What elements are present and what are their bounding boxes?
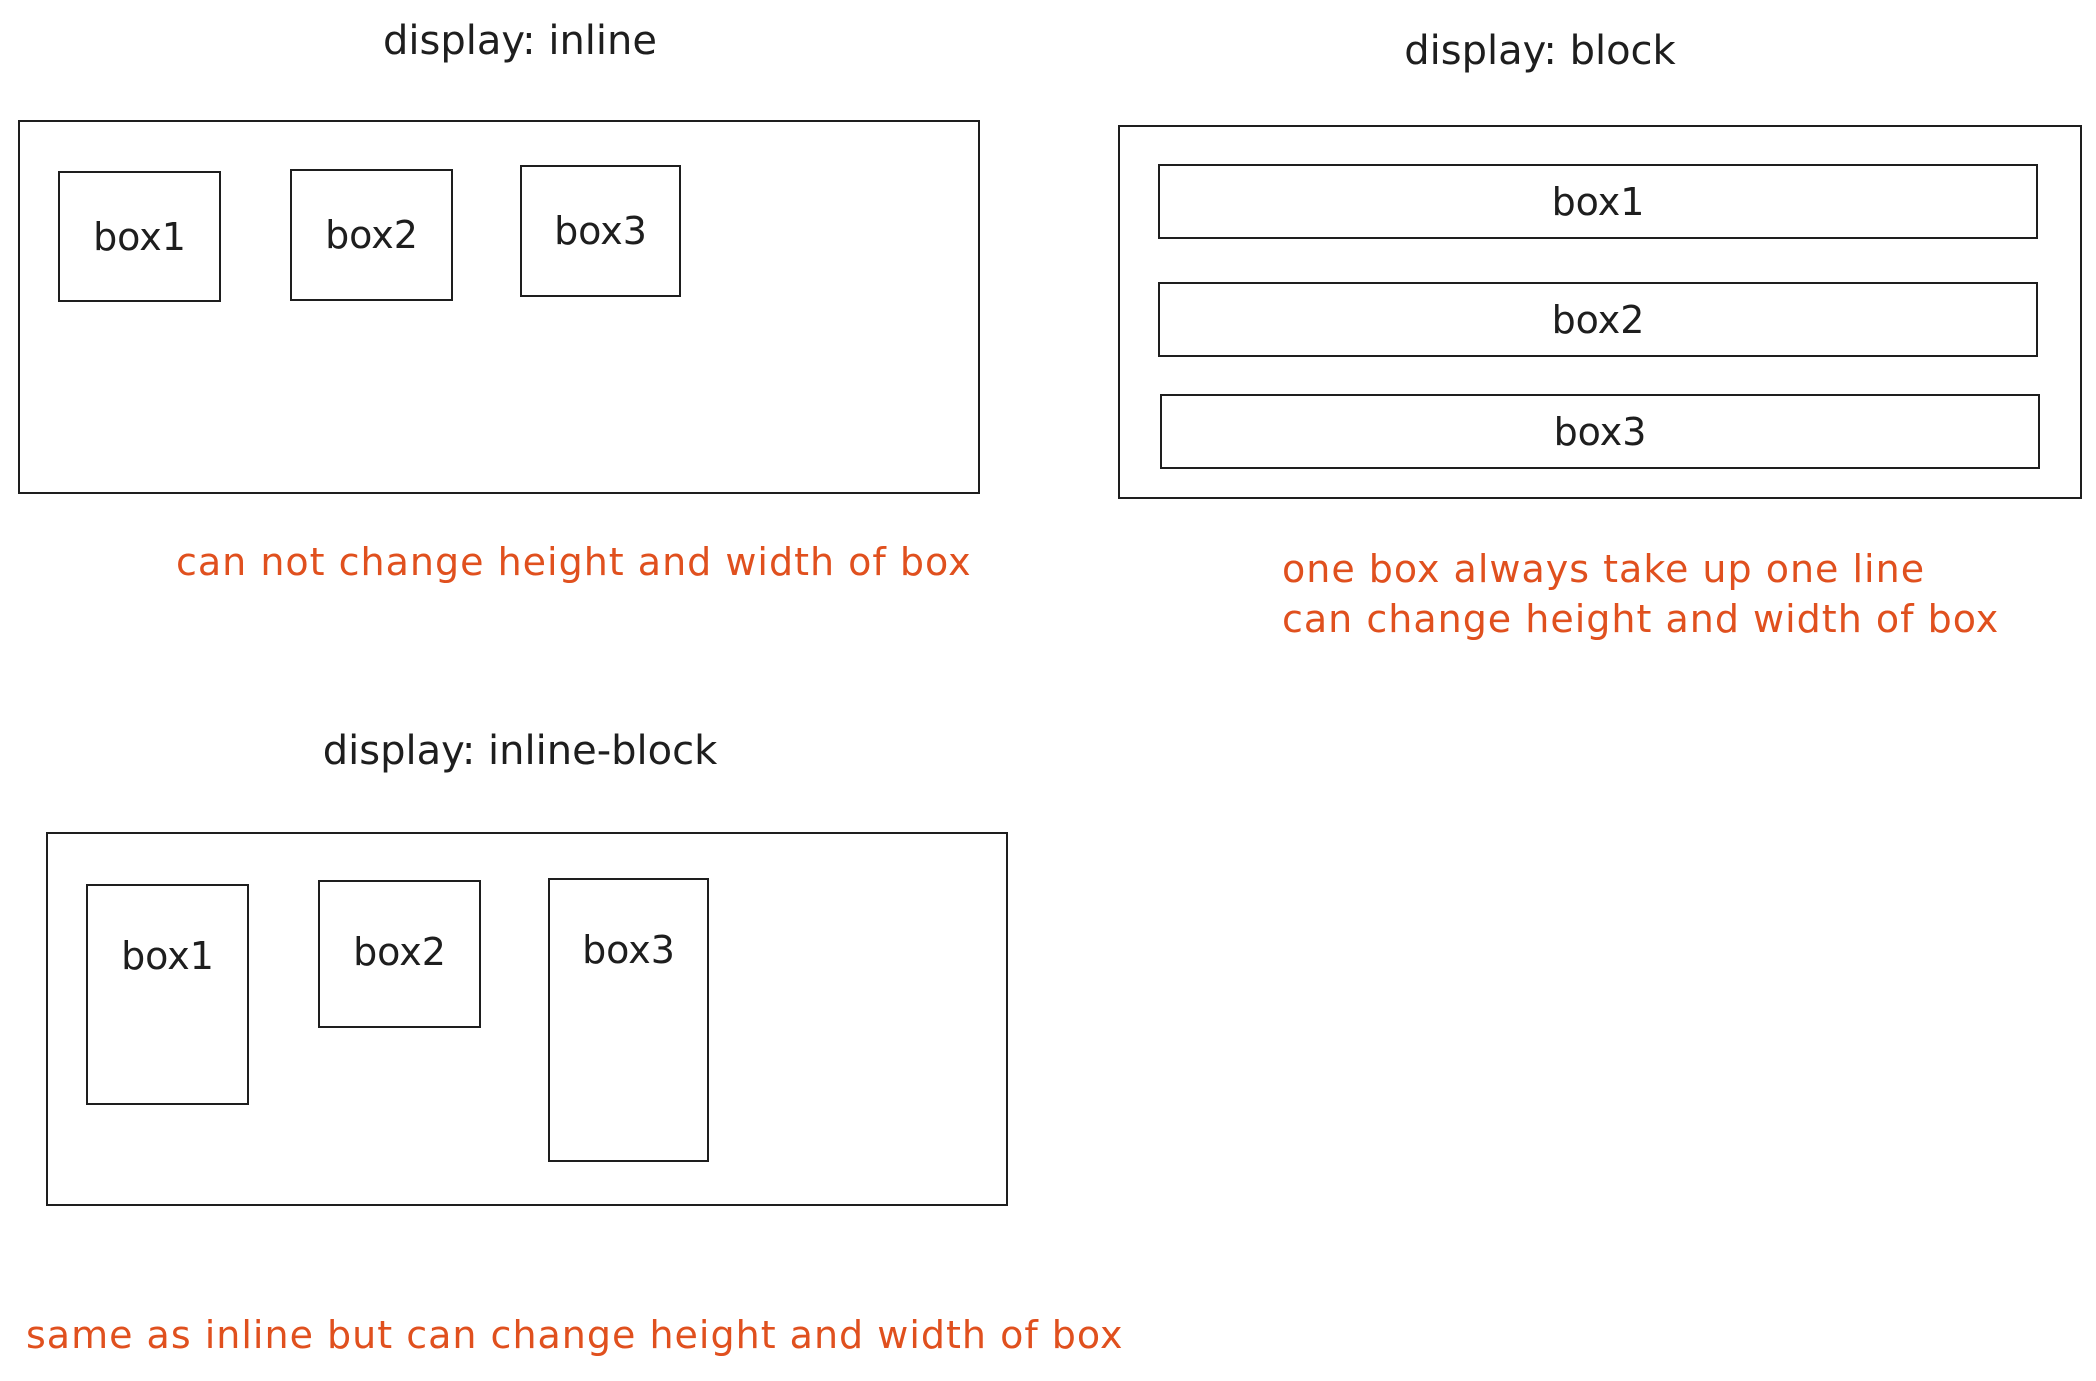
inline-block-title: display: inline-block [322,728,718,774]
inline-box3: box3 [520,165,681,297]
inline-box1: box1 [58,171,221,302]
block-note-line1: one box always take up one line [1282,547,1926,591]
block-box3: box3 [1160,394,2040,469]
block-note-line2: can change height and width of box [1282,597,2000,641]
inline-title: display: inline [383,18,657,64]
block-container [1118,125,2082,499]
block-box1: box1 [1158,164,2038,239]
inline-block-container [46,832,1008,1206]
inline-block-box3: box3 [548,878,709,1162]
block-box2: box2 [1158,282,2038,357]
block-title: display: block [1404,28,1676,74]
inline-block-box1: box1 [86,884,249,1105]
inline-container [18,120,980,494]
inline-box2: box2 [290,169,453,301]
inline-block-box2: box2 [318,880,481,1028]
inline-note: can not change height and width of box [176,540,972,584]
inline-block-note: same as inline but can change height and… [26,1313,1124,1357]
